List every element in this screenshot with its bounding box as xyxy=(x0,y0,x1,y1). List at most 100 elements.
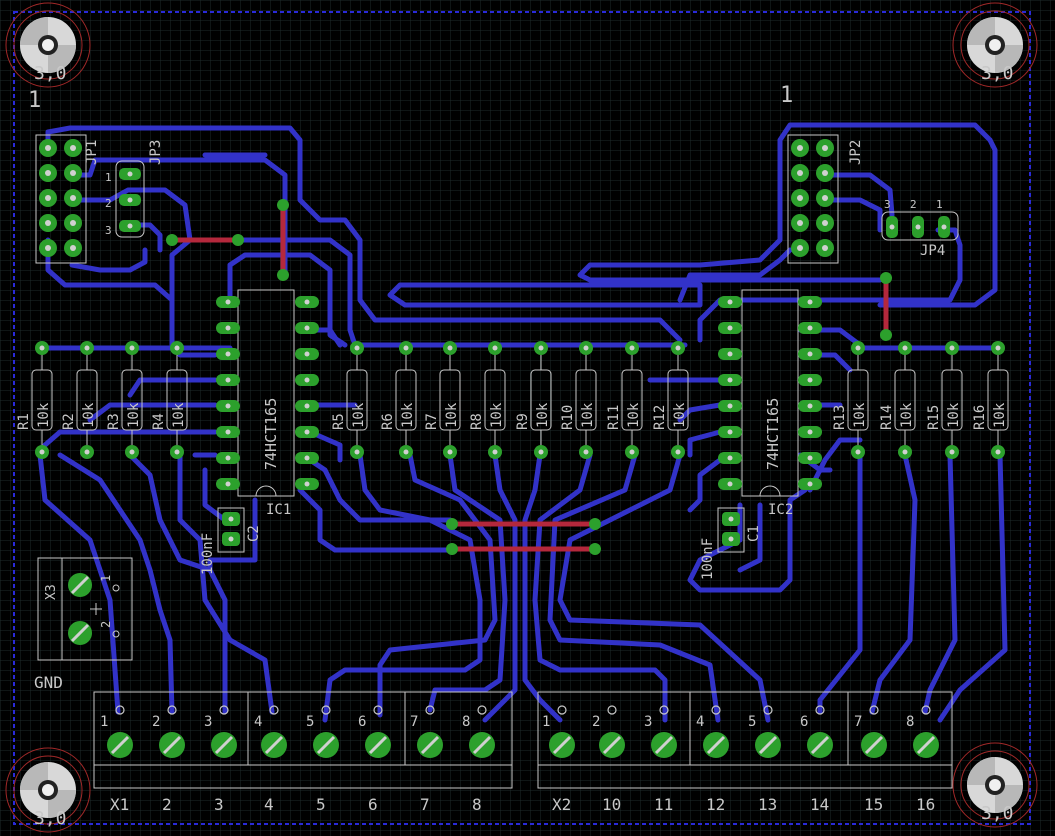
terminal-label: X2 xyxy=(552,795,571,814)
terminal-label: X1 xyxy=(110,795,129,814)
resistor-value: 10k xyxy=(81,402,97,428)
terminal-pin: 55 xyxy=(306,705,339,814)
ic1-value: 74HCT165 xyxy=(262,398,280,470)
terminal-pin: 33 xyxy=(204,705,237,814)
c2-value: 100nF xyxy=(200,533,216,575)
terminal-pin-number: 2 xyxy=(152,714,160,730)
terminal-label: 16 xyxy=(916,795,935,814)
terminal-pin: 44 xyxy=(254,705,287,814)
mount-hole: 3,0 xyxy=(5,747,91,833)
resistor-value: 10k xyxy=(126,402,142,428)
x3-label: X3 xyxy=(44,584,59,600)
terminal-pin: 715 xyxy=(854,705,887,814)
terminal-label: 11 xyxy=(654,795,673,814)
resistor-value: 10k xyxy=(351,402,367,428)
terminal-label: 3 xyxy=(214,795,224,814)
terminal-pin-number: 5 xyxy=(306,714,314,730)
terminal-pin-number: 7 xyxy=(410,714,418,730)
c2-label: C2 xyxy=(246,525,262,542)
terminal-pin-number: 5 xyxy=(748,714,756,730)
mount-hole: 3,0 xyxy=(952,742,1038,828)
terminal-pin-number: 3 xyxy=(644,714,652,730)
mount-hole-label: 3,0 xyxy=(981,63,1014,84)
terminal-pin: 614 xyxy=(800,705,833,814)
resistor-label: R7 xyxy=(424,413,440,430)
x3-pin-2: 2 xyxy=(99,621,113,628)
jp1-label: JP1 xyxy=(84,140,100,165)
terminal-label: 13 xyxy=(758,795,777,814)
gnd-label: GND xyxy=(34,673,63,692)
terminal-label: 6 xyxy=(368,795,378,814)
terminal-pin-number: 1 xyxy=(100,714,108,730)
resistor-label: R2 xyxy=(61,413,77,430)
jp1-header: JP1 xyxy=(35,134,100,264)
terminal-label: 12 xyxy=(706,795,725,814)
resistor-label: R12 xyxy=(652,405,668,430)
x3-power-connector: 1 2 X3 GND xyxy=(34,557,133,692)
ic1-label: IC1 xyxy=(266,502,291,518)
jp4-label: JP4 xyxy=(920,243,945,259)
terminal-pin-number: 6 xyxy=(358,714,366,730)
ic2-label: IC2 xyxy=(768,502,793,518)
resistor-value: 10k xyxy=(852,402,868,428)
jp3-jumper: 1 2 3 JP3 xyxy=(105,140,164,238)
terminal-pin-number: 4 xyxy=(696,714,704,730)
jp2-label: JP2 xyxy=(848,140,864,165)
jp3-pin-3: 3 xyxy=(105,224,112,237)
terminal-pin: 77 xyxy=(410,705,443,814)
bottom-traces xyxy=(37,122,1008,723)
terminal-pin-number: 4 xyxy=(254,714,262,730)
resistor-value: 10k xyxy=(626,402,642,428)
terminal-pin: 5 13 xyxy=(748,705,781,814)
terminal-label: 2 xyxy=(162,795,172,814)
ic2-chip: 74HCT165 IC2 xyxy=(718,289,822,518)
terminal-pin-number: 8 xyxy=(462,714,470,730)
resistor-value: 10k xyxy=(580,402,596,428)
board-outline xyxy=(13,11,1031,825)
terminal-pin: 3 11 xyxy=(644,705,677,814)
resistor-value: 10k xyxy=(400,402,416,428)
jp3-pin-1: 1 xyxy=(105,171,112,184)
pin1-marker-left: 1 xyxy=(28,88,41,113)
terminal-pin-number: 2 xyxy=(592,714,600,730)
jp4-pin-3: 3 xyxy=(884,198,891,211)
resistor-label: R16 xyxy=(972,405,988,430)
terminal-pin-number: 8 xyxy=(906,714,914,730)
resistor-value: 10k xyxy=(489,402,505,428)
terminal-label: 10 xyxy=(602,795,621,814)
resistor-label: R4 xyxy=(151,413,167,430)
ic1-chip: 74HCT165 IC1 xyxy=(216,289,319,518)
resistor-label: R8 xyxy=(469,413,485,430)
resistor-label: R9 xyxy=(515,413,531,430)
terminal-pin-number: 1 xyxy=(542,714,550,730)
c1-value: 100nF xyxy=(700,538,716,580)
terminal-pin: 22 xyxy=(152,705,185,814)
c1-capacitor: C1 100nF xyxy=(700,507,762,580)
resistor-label: R1 xyxy=(16,413,32,430)
jp4-jumper: 3 2 1 JP4 xyxy=(881,198,959,259)
pin1-marker-right: 1 xyxy=(780,83,793,108)
resistor-value: 10k xyxy=(36,402,52,428)
resistor-value: 10k xyxy=(899,402,915,428)
c1-label: C1 xyxy=(746,525,762,542)
c2-capacitor: C2 100nF xyxy=(200,507,262,575)
jp4-pin-2: 2 xyxy=(910,198,917,211)
terminal-label: 14 xyxy=(810,795,829,814)
resistor-label: R14 xyxy=(879,405,895,430)
resistor-label: R10 xyxy=(560,405,576,430)
ic2-value: 74HCT165 xyxy=(764,398,782,470)
terminal-pin: 1X2 xyxy=(542,705,575,814)
jp3-label: JP3 xyxy=(148,140,164,165)
terminal-pin: 1X1 xyxy=(100,705,133,814)
